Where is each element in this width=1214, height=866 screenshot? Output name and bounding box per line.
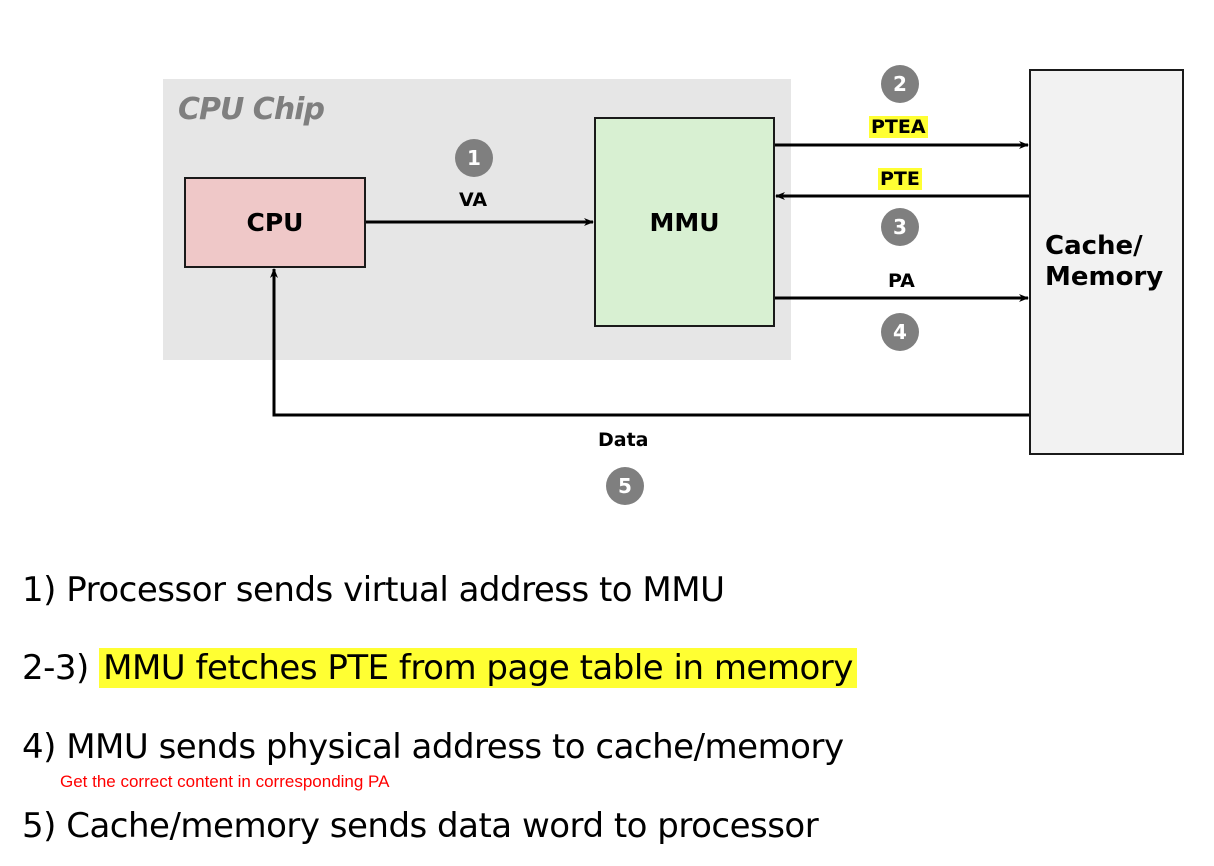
step-4-prefix: 4) xyxy=(22,727,67,767)
mmu-box: MMU xyxy=(594,117,775,327)
pte-label-text: PTE xyxy=(878,168,922,190)
step-2-3-desc: MMU fetches PTE from page table in memor… xyxy=(99,648,857,688)
ptea-label: PTEA xyxy=(869,116,928,138)
step-5-prefix: 5) xyxy=(22,806,67,846)
step-2-badge: 2 xyxy=(881,65,919,103)
mmu-label: MMU xyxy=(649,207,720,237)
step-2-3-text: 2-3) MMU fetches PTE from page table in … xyxy=(22,648,857,688)
step-5-desc: Cache/memory sends data word to processo… xyxy=(66,806,819,846)
memory-label-line1: Cache/ xyxy=(1045,230,1143,261)
step-4-badge: 4 xyxy=(881,313,919,351)
cpu-box: CPU xyxy=(184,177,366,268)
step-1-badge: 1 xyxy=(455,139,493,177)
step-4-text: 4) MMU sends physical address to cache/m… xyxy=(22,727,844,767)
step-5-text: 5) Cache/memory sends data word to proce… xyxy=(22,806,819,846)
cpu-chip-label: CPU Chip xyxy=(178,92,325,127)
annotation-note: Get the correct content in corresponding… xyxy=(60,772,390,791)
pa-label: PA xyxy=(888,270,915,292)
ptea-label-text: PTEA xyxy=(869,116,928,138)
step-1-prefix: 1) xyxy=(22,570,67,610)
data-label: Data xyxy=(598,429,649,451)
step-5-badge: 5 xyxy=(606,467,644,505)
step-1-desc: Processor sends virtual address to MMU xyxy=(66,570,725,610)
pte-label: PTE xyxy=(878,168,922,190)
arrow-data xyxy=(270,268,1029,417)
step-2-3-prefix: 2-3) xyxy=(22,648,100,688)
memory-label-line2: Memory xyxy=(1045,262,1164,292)
va-label: VA xyxy=(459,189,488,211)
step-3-badge: 3 xyxy=(881,208,919,246)
step-1-text: 1) Processor sends virtual address to MM… xyxy=(22,570,725,610)
step-4-desc: MMU sends physical address to cache/memo… xyxy=(66,727,844,767)
cpu-label: CPU xyxy=(246,208,304,237)
cache-memory-box: Cache/ Memory xyxy=(1029,69,1184,455)
